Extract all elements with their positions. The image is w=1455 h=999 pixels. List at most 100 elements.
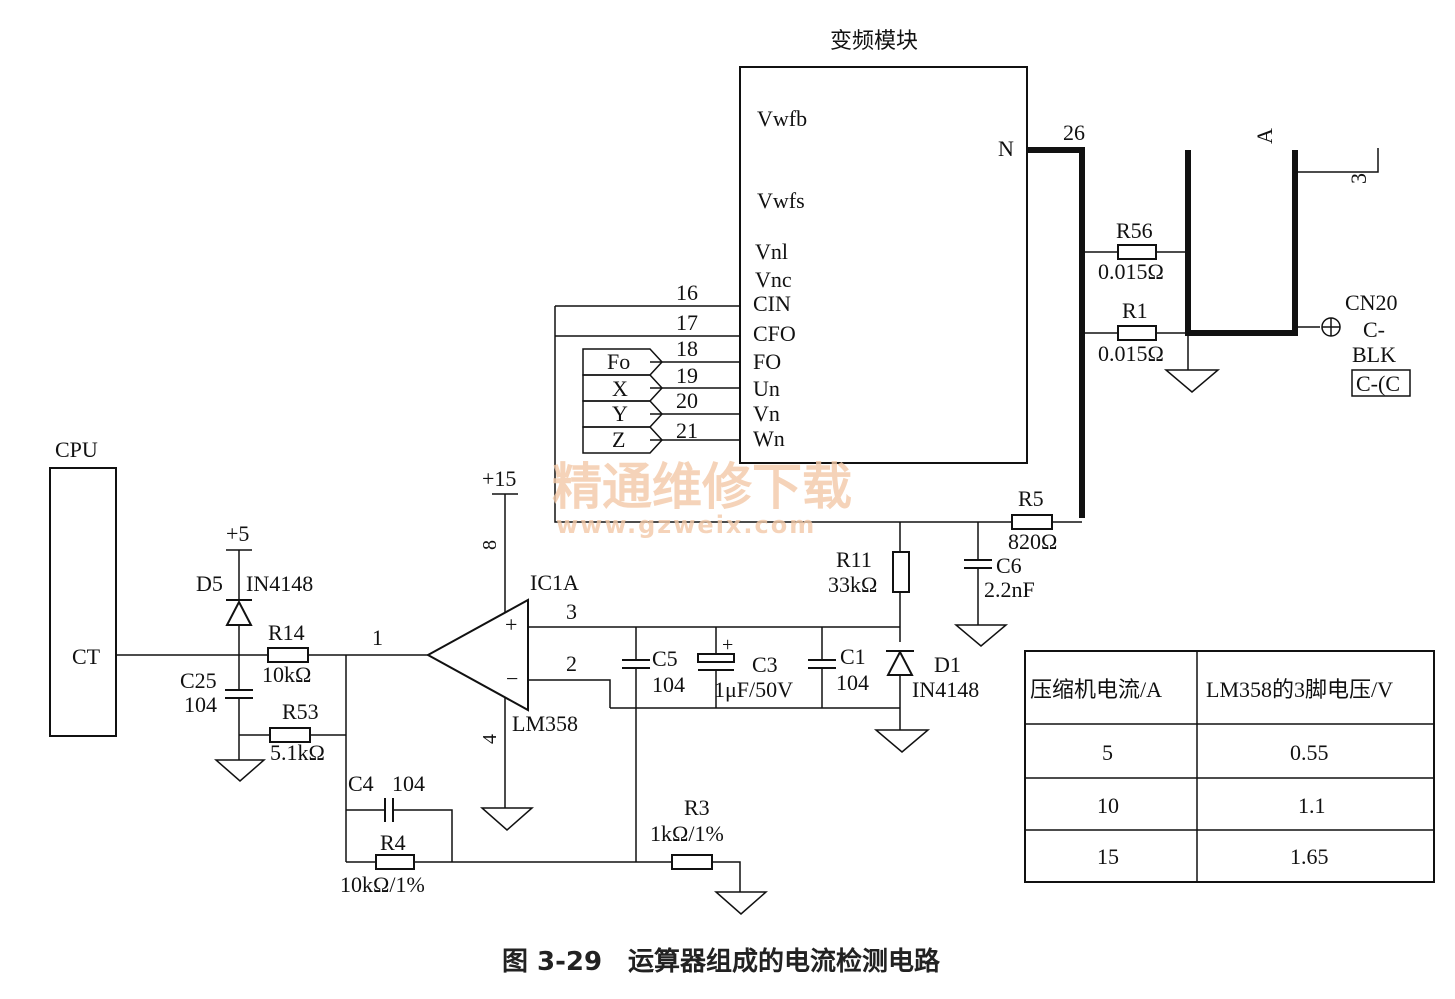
opamp-plus-sign: +	[505, 612, 517, 637]
r11-value: 33kΩ	[828, 572, 877, 597]
resistor-r53	[269, 727, 311, 743]
cn20-line2: BLK	[1352, 342, 1396, 367]
wire-r3-gnd	[712, 861, 741, 892]
bus-label-a: A	[1252, 128, 1277, 144]
cpu-pin-ct: CT	[72, 644, 101, 669]
r14-value: 10kΩ	[262, 662, 311, 687]
r4-ref: R4	[380, 830, 406, 855]
c25-ref: C25	[180, 668, 217, 693]
c5-value: 104	[652, 672, 685, 697]
r53-ref: R53	[282, 699, 319, 724]
r56-ref: R56	[1116, 218, 1153, 243]
cn20-box	[1351, 369, 1411, 397]
caption-figure-number: 图 3-29	[502, 947, 602, 977]
pin-un-label: Un	[753, 376, 780, 401]
resistor-r3	[671, 854, 713, 870]
c4-value: 104	[392, 771, 425, 796]
ground-d1-icon	[873, 729, 931, 753]
c25-value: 104	[184, 692, 217, 717]
cpu-label: CPU	[55, 437, 98, 462]
opamp-minus-sign: −	[506, 666, 518, 691]
pin-2-label: 2	[566, 651, 577, 676]
pin-1-label: 1	[372, 625, 383, 650]
tag-z	[582, 426, 664, 454]
current-voltage-table: 压缩机电流/A LM358的3脚电压/V 5 0.55 10 1.1 15 1.…	[1024, 650, 1435, 883]
pin-19-number: 19	[676, 363, 698, 388]
pin-16-number: 16	[676, 280, 698, 305]
r3-value: 1kΩ/1%	[650, 821, 724, 846]
r14-ref: R14	[268, 620, 305, 645]
table-cell-r1c2: 0.55	[1290, 740, 1329, 765]
bus-label-3: 3	[1346, 173, 1371, 184]
ground-opamp-icon	[480, 807, 534, 831]
opamp-vcc-pin: 8	[479, 540, 501, 550]
figure-caption: 图 3-29 运算器组成的电流检测电路	[502, 946, 941, 977]
r1-ref: R1	[1122, 298, 1148, 323]
output-section: CPU CT 1 R14 10kΩ +5 D5 IN4148 C25 104 R…	[49, 437, 768, 915]
diode-d1-icon	[886, 649, 914, 676]
pin-cfo-label: CFO	[753, 321, 796, 346]
c3-polarity: +	[722, 634, 733, 656]
cn20-line1: C-	[1363, 317, 1385, 342]
ground-c25-icon	[214, 759, 266, 782]
pin-3-label: 3	[566, 599, 577, 624]
cn20-boxed-text: C-(C	[1356, 371, 1400, 396]
d5-part: IN4148	[246, 571, 313, 596]
pin-n-label: N	[998, 136, 1014, 161]
tag-x-label: X	[612, 376, 628, 401]
resistor-r56	[1117, 244, 1157, 260]
wire-c4-right	[393, 809, 453, 862]
ground-shunt-icon	[1163, 369, 1221, 393]
r5-value: 820Ω	[1008, 529, 1057, 554]
c3-value: 1μF/50V	[714, 677, 793, 702]
table-cell-r3c2: 1.65	[1290, 844, 1329, 869]
capacitor-c3-plate1	[697, 653, 735, 663]
pin-vnl-label: Vnl	[755, 239, 788, 264]
module-title: 变频模块	[830, 28, 918, 53]
pin-n-number: 26	[1063, 120, 1085, 145]
pin-20-number: 20	[676, 388, 698, 413]
opamp-section: + − IC1A LM358 +15 8 4 3 2 C5 104 + C3 1…	[425, 466, 900, 862]
filter-r5-c6: R5 820Ω C6 2.2nF	[900, 486, 1082, 647]
tag-z-label: Z	[612, 427, 625, 452]
pin-cin-label: CIN	[753, 291, 791, 316]
resistor-r14	[267, 647, 309, 663]
tag-fo	[582, 348, 664, 376]
table-cell-r2c2: 1.1	[1298, 793, 1326, 818]
table-cell-r3c1: 15	[1097, 844, 1119, 869]
d5-rail: +5	[226, 521, 249, 546]
watermark-line1: 精通维修下载	[552, 458, 852, 516]
r53-value: 5.1kΩ	[270, 740, 325, 765]
shunt-section: R56 0.015Ω R1 0.015Ω A 3 CN20 C- BLK C-(…	[1027, 128, 1411, 518]
d1-part: IN4148	[912, 677, 979, 702]
ground-c6-icon	[953, 624, 1009, 647]
resistor-r1	[1117, 325, 1157, 341]
pin-vn-label: Vn	[753, 401, 780, 426]
table-header-voltage: LM358的3脚电压/V	[1206, 677, 1393, 702]
pin-21-number: 21	[676, 418, 698, 443]
d1-ref: D1	[934, 652, 961, 677]
r5-ref: R5	[1018, 486, 1044, 511]
pin-18-number: 18	[676, 336, 698, 361]
wire-minus-input	[528, 679, 611, 708]
r11-ref: R11	[836, 547, 872, 572]
opamp-part: LM358	[512, 711, 578, 736]
table-cell-r1c1: 5	[1102, 740, 1113, 765]
pin-vwfb-label: Vwfb	[757, 106, 807, 131]
wire-3	[1295, 148, 1379, 173]
pin-vwfs-label: Vwfs	[757, 188, 805, 213]
table-header-current: 压缩机电流/A	[1030, 677, 1162, 702]
c3-ref: C3	[752, 652, 778, 677]
pin-vnc-label: Vnc	[755, 267, 792, 292]
c5-ref: C5	[652, 646, 678, 671]
opamp-name: IC1A	[530, 570, 579, 595]
cn20-ref: CN20	[1345, 290, 1398, 315]
bus-n-line	[1027, 147, 1085, 518]
c6-value: 2.2nF	[984, 577, 1035, 602]
cpu-block	[49, 467, 117, 737]
pin-wn-label: Wn	[753, 426, 785, 451]
ground-r3-icon	[714, 891, 768, 915]
r3-ref: R3	[684, 795, 710, 820]
